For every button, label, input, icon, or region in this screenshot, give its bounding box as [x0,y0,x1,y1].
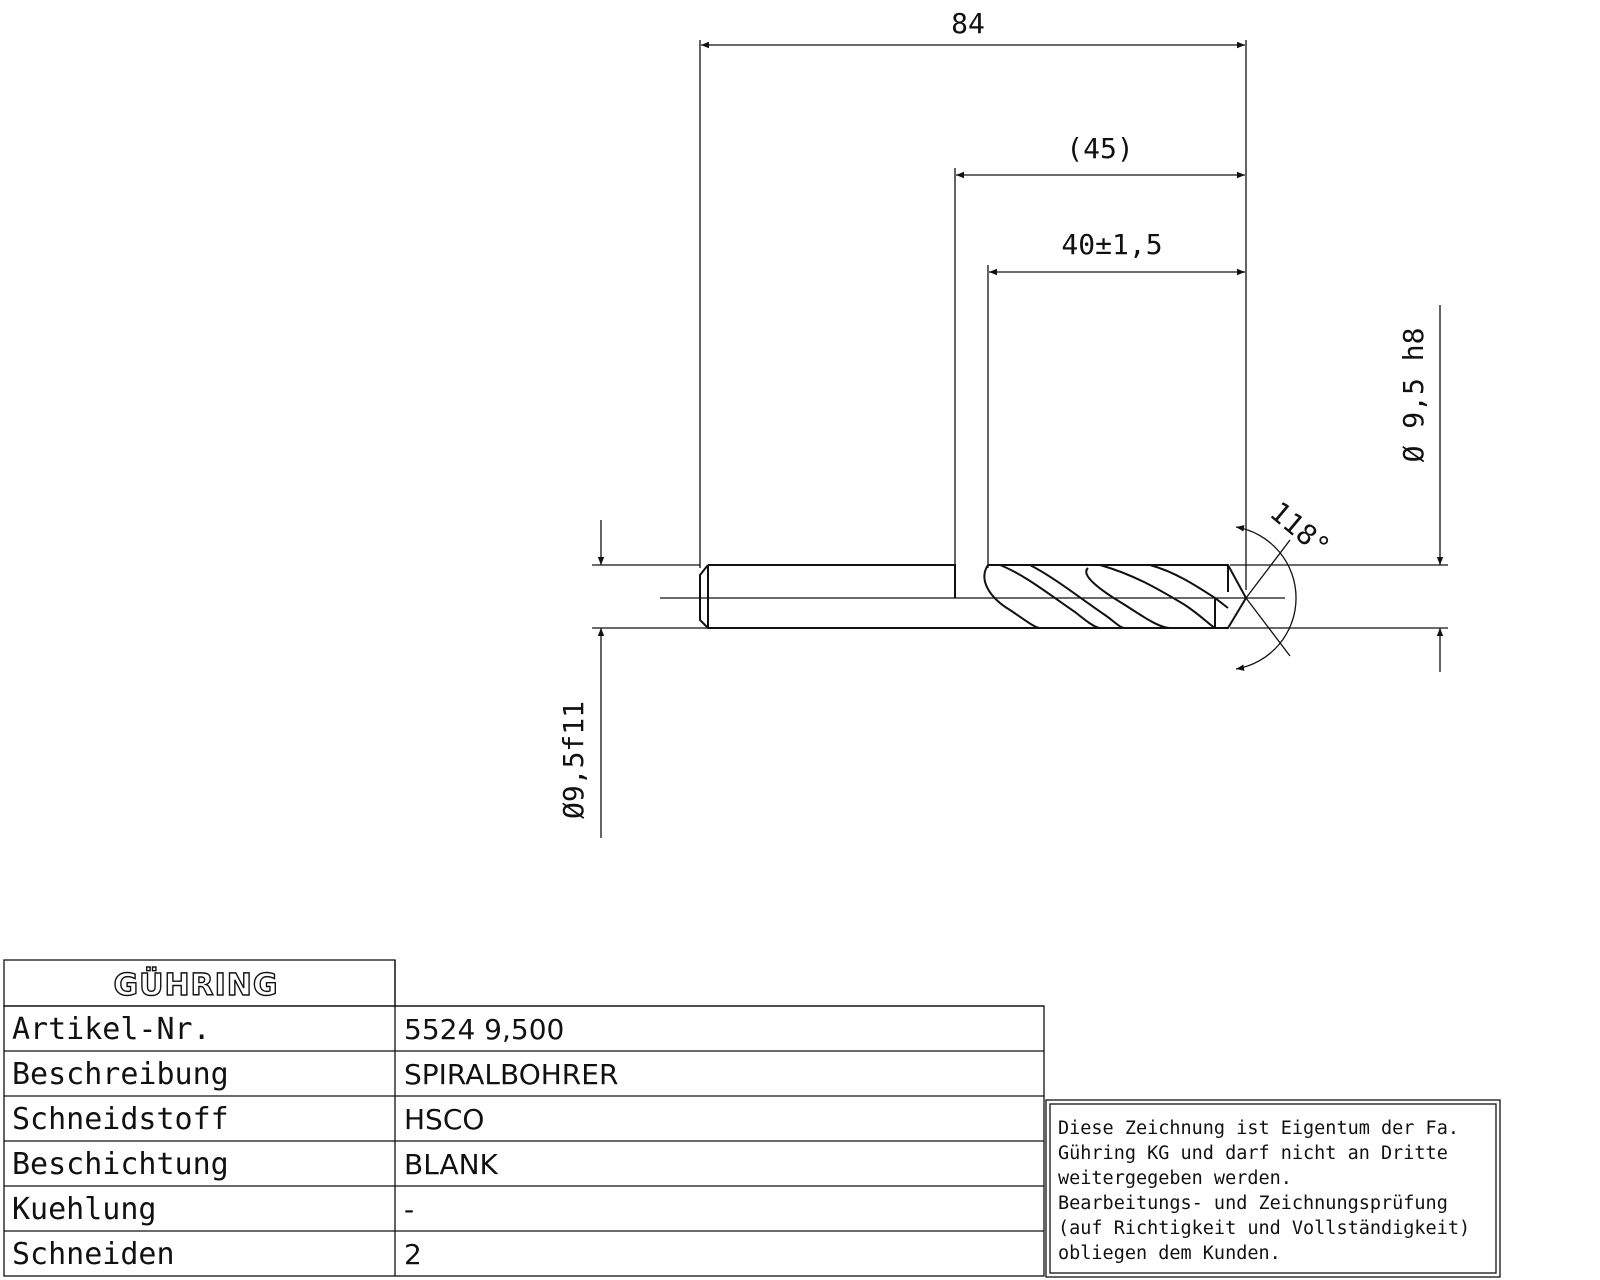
dim-flute-length-text: 40±1,5 [1061,228,1162,261]
row-label: Schneidstoff [12,1102,229,1137]
row-label: Schneiden [12,1237,175,1272]
notice-line: Gühring KG und darf nicht an Dritte [1058,1143,1448,1164]
row-label: Artikel-Nr. [12,1012,211,1047]
title-row-article: Artikel-Nr. 5524 9,500 [12,1012,564,1047]
row-value: HSCO [404,1103,484,1136]
row-label: Beschichtung [12,1147,229,1182]
dim-shank-diameter-text: Ø9,5f11 [557,701,590,819]
dim-point-angle-text: 118° [1264,495,1337,564]
row-value: 2 [404,1238,422,1271]
notice-line: obliegen dem Kunden. [1058,1243,1281,1264]
notice-line: Diese Zeichnung ist Eigentum der Fa. [1058,1118,1459,1139]
dimension-point-angle: 118° [1235,495,1337,671]
ownership-notice: Diese Zeichnung ist Eigentum der Fa. Güh… [1045,1099,1501,1278]
row-value: SPIRALBOHRER [404,1058,618,1091]
notice-line: Bearbeitungs- und Zeichnungsprüfung [1058,1193,1448,1214]
row-label: Kuehlung [12,1192,157,1227]
drill-outline [660,564,1285,629]
dimension-total-length: 84 [699,7,1247,590]
title-row-description: Beschreibung SPIRALBOHRER [12,1057,618,1092]
row-value: 5524 9,500 [404,1013,564,1046]
dimension-shank-ref: (45) [954,132,1245,598]
dim-shank-ref-text: (45) [1066,132,1133,165]
title-row-coating: Beschichtung BLANK [12,1147,499,1182]
title-row-cutting-edges: Schneiden 2 [12,1237,422,1272]
flute-body [988,564,1248,629]
dim-total-length-text: 84 [951,7,985,40]
row-value: - [404,1193,414,1226]
row-label: Beschreibung [12,1057,229,1092]
dim-body-diameter-text: Ø 9,5 h8 [1397,328,1430,463]
dimension-flute-length: 40±1,5 [987,228,1245,568]
title-block: GÜHRING Artikel-Nr. 5524 9,500 Beschreib… [3,959,1045,1277]
guehring-logo: GÜHRING [113,966,278,1003]
row-value: BLANK [404,1148,499,1181]
title-row-cooling: Kuehlung - [12,1192,414,1227]
title-row-material: Schneidstoff HSCO [12,1102,484,1137]
notice-line: weitergegeben werden. [1058,1168,1292,1189]
dimension-body-diameter: Ø 9,5 h8 [1230,305,1448,672]
notice-line: (auf Richtigkeit und Vollständigkeit) [1058,1218,1470,1239]
shank [699,564,1015,629]
dimension-shank-diameter: Ø9,5f11 [557,520,1005,838]
